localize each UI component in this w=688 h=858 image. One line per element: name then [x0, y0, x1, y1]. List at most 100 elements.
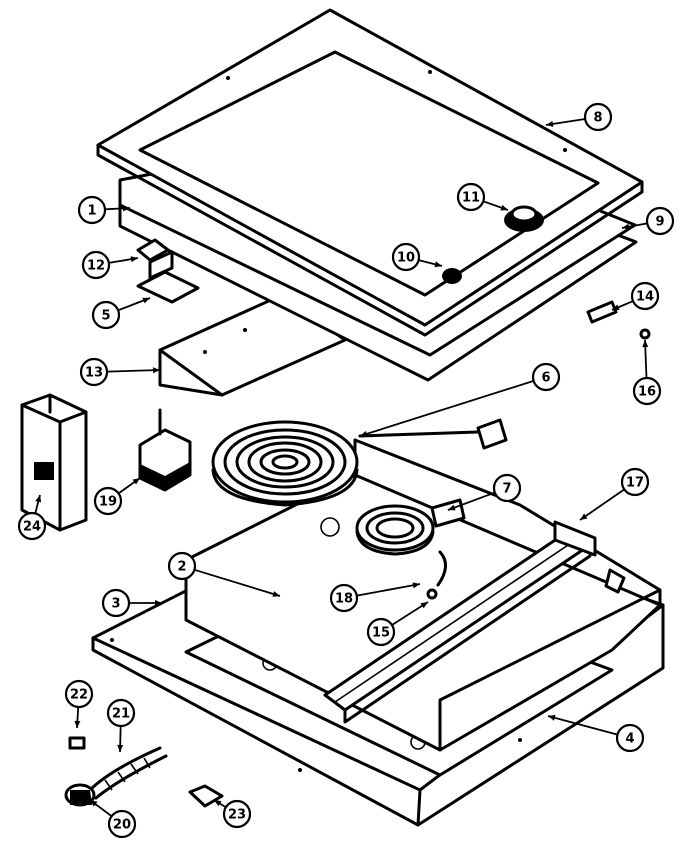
- callout-circle-3: [101, 588, 131, 618]
- callout-18: 18: [329, 583, 359, 613]
- leader-arrow-17: [580, 513, 588, 520]
- callout-number-3: 3: [111, 597, 120, 612]
- callout-circle-4: [615, 723, 645, 753]
- top-frame: [96, 8, 644, 337]
- leader-arrow-24: [35, 495, 42, 503]
- leader-arrow-20: [90, 800, 98, 807]
- leader-arrow-22: [74, 720, 81, 728]
- leader-arrow-1: [122, 205, 130, 212]
- leader-arrow-15: [420, 602, 428, 609]
- callout-circle-21: [106, 698, 136, 728]
- small-surface-element: [355, 504, 435, 556]
- leader-line-7: [447, 491, 496, 511]
- callout-number-16: 16: [638, 385, 656, 400]
- callout-number-22: 22: [70, 688, 88, 703]
- leader-arrow-18: [412, 582, 420, 589]
- leader-arrow-9: [622, 223, 630, 230]
- small-clip: [586, 300, 651, 340]
- conduit-assembly: [64, 736, 224, 808]
- knob: [504, 205, 544, 232]
- callout-number-17: 17: [626, 476, 644, 491]
- callout-number-1: 1: [87, 204, 96, 219]
- leader-arrow-19: [132, 478, 140, 485]
- leader-arrow-16: [642, 340, 649, 348]
- callout-7: 7: [492, 473, 522, 503]
- leader-line-15: [391, 601, 429, 626]
- callout-number-11: 11: [462, 191, 480, 206]
- callout-number-19: 19: [99, 495, 117, 510]
- callout-circle-1: [77, 195, 107, 225]
- callout-circle-22: [64, 679, 94, 709]
- callout-number-9: 9: [655, 215, 664, 230]
- callout-5: 5: [91, 300, 121, 330]
- leader-arrow-6: [360, 431, 368, 437]
- callout-4: 4: [615, 723, 645, 753]
- leader-line-18: [356, 583, 421, 597]
- leader-arrow-12: [130, 256, 138, 263]
- callout-circle-14: [630, 281, 660, 311]
- junction-box: [20, 393, 88, 532]
- leader-arrow-11: [500, 204, 508, 211]
- leader-arrow-14: [612, 304, 620, 311]
- callout-number-18: 18: [335, 592, 353, 607]
- callout-23: 23: [222, 799, 252, 829]
- callout-number-13: 13: [85, 366, 103, 381]
- callout-6: 6: [531, 362, 561, 392]
- callout-number-15: 15: [372, 626, 390, 641]
- callout-circle-8: [583, 102, 613, 132]
- callout-10: 10: [391, 242, 421, 272]
- mounting-bracket: [136, 238, 200, 304]
- callout-2: 2: [167, 551, 197, 581]
- callout-number-14: 14: [636, 290, 654, 305]
- callout-number-21: 21: [112, 707, 130, 722]
- leader-line-4: [547, 715, 618, 736]
- callout-circle-11: [456, 182, 486, 212]
- callout-circle-12: [81, 250, 111, 280]
- leader-line-13: [106, 369, 161, 373]
- callout-circle-20: [107, 809, 137, 839]
- callout-circle-2: [167, 551, 197, 581]
- callout-11: 11: [456, 182, 486, 212]
- callout-circle-16: [632, 376, 662, 406]
- callout-number-6: 6: [541, 371, 550, 386]
- callout-19: 19: [93, 486, 123, 516]
- indicator-light: [442, 268, 462, 284]
- callout-circle-13: [79, 357, 109, 387]
- callout-22: 22: [64, 679, 94, 709]
- callout-leaders: [34, 118, 649, 817]
- callout-circle-7: [492, 473, 522, 503]
- leader-arrow-4: [548, 714, 556, 721]
- callout-number-20: 20: [113, 818, 131, 833]
- callout-17: 17: [620, 467, 650, 497]
- leader-line-6: [359, 380, 534, 437]
- leader-arrow-2: [272, 591, 280, 597]
- leader-arrow-23: [214, 800, 222, 807]
- callout-number-24: 24: [23, 520, 41, 535]
- callout-number-7: 7: [502, 482, 511, 497]
- callout-21: 21: [106, 698, 136, 728]
- callout-circle-9: [645, 206, 675, 236]
- callout-circle-10: [391, 242, 421, 272]
- callout-1: 1: [77, 195, 107, 225]
- callout-number-10: 10: [397, 251, 415, 266]
- callout-24: 24: [17, 511, 47, 541]
- callout-number-12: 12: [87, 259, 105, 274]
- callout-circle-5: [91, 300, 121, 330]
- callout-13: 13: [79, 357, 109, 387]
- leader-arrow-21: [117, 744, 124, 752]
- callout-circle-18: [329, 583, 359, 613]
- leader-line-17: [579, 488, 625, 521]
- callout-circle-23: [222, 799, 252, 829]
- callout-15: 15: [366, 617, 396, 647]
- callout-number-2: 2: [177, 560, 186, 575]
- callout-number-4: 4: [625, 732, 634, 747]
- leader-arrow-7: [448, 504, 456, 511]
- callout-14: 14: [630, 281, 660, 311]
- relay-block: [138, 408, 192, 492]
- leader-arrow-8: [546, 120, 554, 127]
- leader-arrow-5: [142, 297, 150, 304]
- large-surface-element: [211, 420, 359, 507]
- callout-circle-24: [17, 511, 47, 541]
- callout-16: 16: [632, 376, 662, 406]
